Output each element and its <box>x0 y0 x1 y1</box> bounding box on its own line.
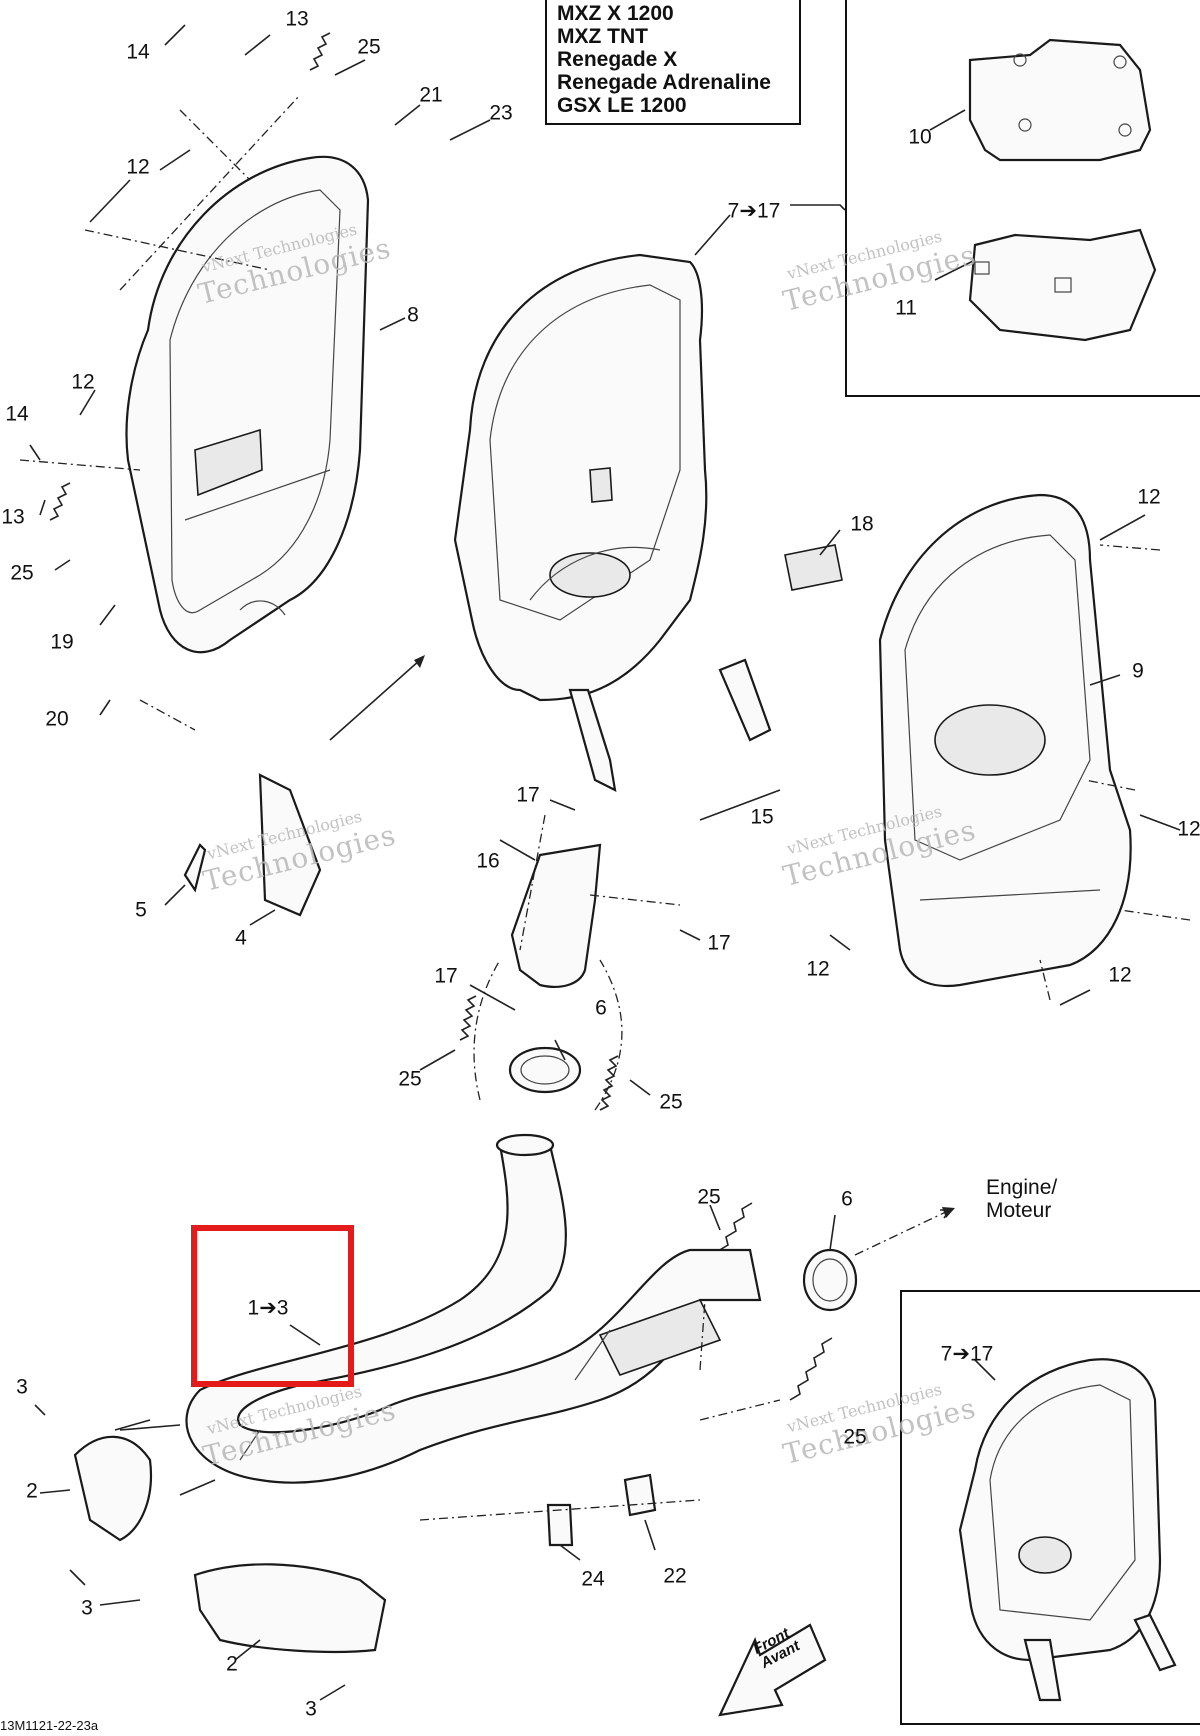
heat-shield-2a <box>73 1435 153 1542</box>
callout-16: 16 <box>476 849 500 873</box>
callout-6: 6 <box>595 996 607 1020</box>
callout-20: 20 <box>45 707 69 731</box>
callout-2: 2 <box>226 1652 238 1676</box>
silencer-main <box>453 253 772 792</box>
callout-25: 25 <box>843 1425 867 1449</box>
bushing <box>546 1503 574 1547</box>
callout-14: 14 <box>126 40 150 64</box>
callout-14: 14 <box>5 402 29 426</box>
callout-7-17: 7➔17 <box>727 199 781 223</box>
callout-24: 24 <box>581 1567 605 1591</box>
document-code: 13M1121-22-23a <box>0 1718 99 1733</box>
callout-12: 12 <box>1108 963 1132 987</box>
callout-25: 25 <box>659 1090 683 1114</box>
engine-direction-line <box>854 1209 951 1256</box>
silencer-cover-left <box>125 155 370 654</box>
leader-lines <box>29 24 1181 1701</box>
callout-3: 3 <box>16 1375 28 1399</box>
callout-17: 17 <box>707 931 731 955</box>
callout-3: 3 <box>305 1697 317 1721</box>
callout-21: 21 <box>419 83 443 107</box>
callout-11: 11 <box>895 296 917 320</box>
callout-12: 12 <box>806 957 830 981</box>
model-applicability-box: MXZ X 1200 MXZ TNT Renegade X Renegade A… <box>545 0 801 125</box>
sleeve-upper <box>508 1046 582 1094</box>
callout-12: 12 <box>126 155 150 179</box>
callout-17: 17 <box>516 783 540 807</box>
model-name: Renegade X <box>557 48 678 71</box>
callout-6: 6 <box>841 1187 853 1211</box>
callout-1-3: 1➔3 <box>247 1296 289 1320</box>
front-arrow <box>718 1623 827 1717</box>
inset-silencer <box>958 1358 1177 1702</box>
clip <box>183 843 207 893</box>
callout-18: 18 <box>850 512 874 536</box>
model-name: MXZ X 1200 <box>557 2 674 25</box>
small-heat-shield <box>258 773 322 917</box>
callout-13: 13 <box>1 505 25 529</box>
callout-12: 12 <box>1137 485 1161 509</box>
callout-10: 10 <box>908 125 932 149</box>
gasket-11 <box>968 228 1157 342</box>
callout-2: 2 <box>26 1479 38 1503</box>
model-name: MXZ TNT <box>557 25 648 48</box>
callout-5: 5 <box>135 898 147 922</box>
callout-25: 25 <box>357 35 381 59</box>
callout-25: 25 <box>398 1067 422 1091</box>
engine-direction-label: Engine/ Moteur <box>986 1176 1058 1222</box>
bracket <box>623 1473 657 1517</box>
callout-22: 22 <box>663 1564 687 1588</box>
callout-3: 3 <box>81 1596 93 1620</box>
callout-23: 23 <box>489 101 513 125</box>
gasket-10 <box>968 38 1152 162</box>
callout-13: 13 <box>285 7 309 31</box>
silencer-cover-right <box>878 493 1132 988</box>
callout-17: 17 <box>434 964 458 988</box>
callout-12: 12 <box>71 370 95 394</box>
callout-25: 25 <box>10 561 34 585</box>
callout-25: 25 <box>697 1185 721 1209</box>
callout-9: 9 <box>1132 659 1144 683</box>
heat-shield-2b <box>193 1563 387 1654</box>
heat-shield <box>510 843 602 988</box>
callout-19: 19 <box>50 630 74 654</box>
callout-7-17: 7➔17 <box>940 1342 994 1366</box>
callout-15: 15 <box>750 805 774 829</box>
model-name: Renegade Adrenaline <box>557 71 771 94</box>
callout-12: 12 <box>1177 817 1200 841</box>
callout-4: 4 <box>235 926 247 950</box>
silencer-inset-frame <box>900 1290 1200 1725</box>
model-name: GSX LE 1200 <box>557 94 687 117</box>
callout-8: 8 <box>407 303 419 327</box>
exhaust-pipe <box>185 1133 762 1484</box>
highlight-box <box>191 1225 354 1387</box>
rubber-mount <box>784 544 843 591</box>
gasket-inset-frame <box>845 0 1200 397</box>
